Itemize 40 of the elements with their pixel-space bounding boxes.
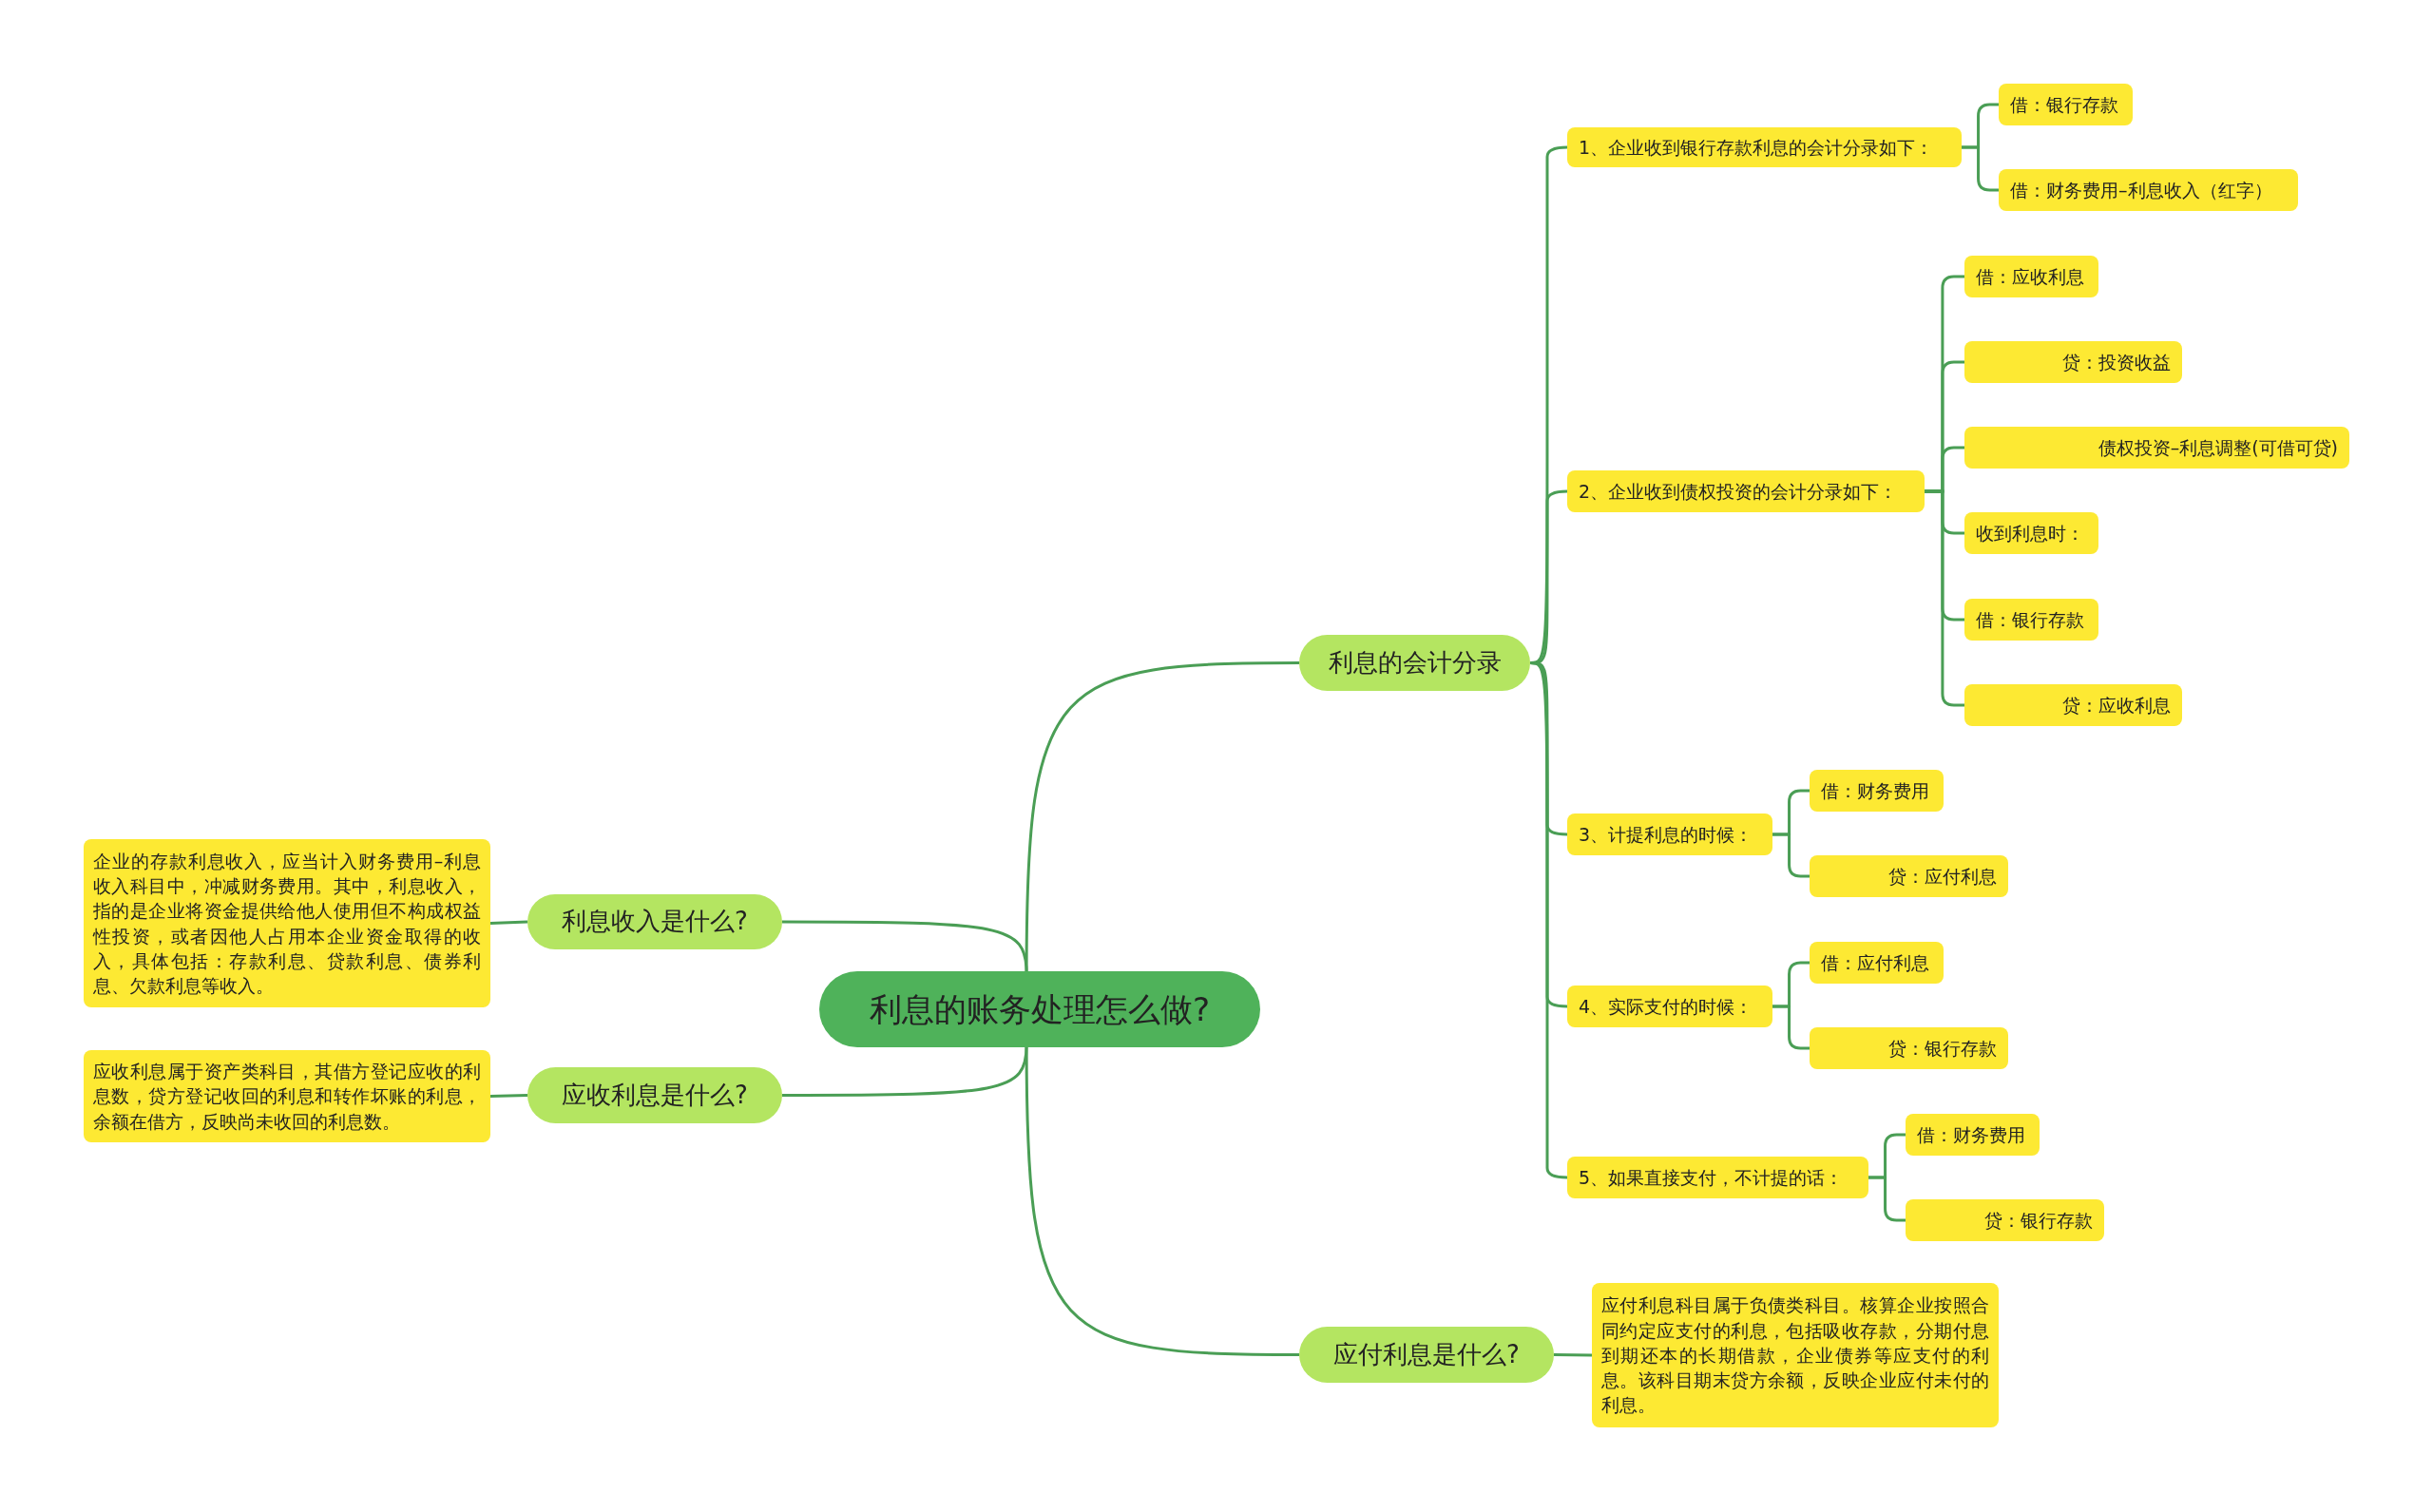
topic-box: 利息的会计分录: [1299, 635, 1530, 691]
entry-box: 借：应付利息: [1810, 942, 1944, 984]
entry-box: 贷：银行存款: [1906, 1199, 2104, 1241]
subtopic-box: 4、实际支付的时候：: [1567, 986, 1772, 1027]
topic-box: 利息收入是什么?: [527, 894, 782, 949]
connector-line: [1772, 1005, 1810, 1050]
connector-line: [1529, 661, 1568, 1179]
connector-line: [782, 1044, 1028, 1097]
subtopic-box: 1、企业收到银行存款利息的会计分录如下：: [1567, 127, 1962, 167]
connector-line: [782, 920, 1028, 974]
entry-box: 借：银行存款: [1964, 599, 2098, 641]
connector-line: [1962, 145, 1999, 192]
subtopic-box: 2、企业收到债权投资的会计分录如下：: [1567, 470, 1925, 512]
entry-box: 贷：应收利息: [1964, 684, 2182, 726]
entry-box: 借：财务费用–利息收入（红字）: [1999, 169, 2298, 211]
note-box: 应付利息科目属于负债类科目。核算企业按照合同约定应支付的利息，包括吸收存款，分期付息到期还本的长期借款，企业债券等应支付的利息。该科目期末贷方余额，反映企业应付未付的利息。: [1592, 1283, 1999, 1427]
note-box: 企业的存款利息收入，应当计入财务费用–利息收入科目中，冲减财务费用。其中，利息收入，指的是企业将资金提供给他人使用但不构成权益性投资，或者因他人占用本企业资金取得的收入，具体包括：存款利息、贷款利息、债券利息、欠款利息等收入。: [84, 839, 490, 1007]
connector-line: [1025, 661, 1299, 973]
entry-box: 贷：投资收益: [1964, 341, 2182, 383]
entry-box: 贷：应付利息: [1810, 855, 2008, 897]
connector-line: [1925, 489, 1964, 707]
connector-line: [1868, 1176, 1906, 1222]
topic-box: 应付利息是什么?: [1299, 1327, 1554, 1383]
entry-box: 借：财务费用: [1810, 770, 1944, 812]
connector-line: [1553, 1353, 1593, 1357]
entry-box: 债权投资–利息调整(可借可贷): [1964, 427, 2349, 469]
topic-box: 应收利息是什么?: [527, 1067, 782, 1123]
subtopic-box: 5、如果直接支付，不计提的话：: [1567, 1157, 1868, 1198]
subtopic-box: 3、计提利息的时候：: [1567, 813, 1772, 855]
central-topic: 利息的账务处理怎么做?: [819, 971, 1260, 1047]
connector-line: [1772, 833, 1810, 878]
entry-box: 收到利息时：: [1964, 512, 2098, 554]
connector-line: [489, 920, 528, 925]
connector-line: [489, 1094, 528, 1098]
entry-box: 贷：银行存款: [1810, 1027, 2008, 1069]
entry-box: 借：应收利息: [1964, 256, 2098, 297]
entry-box: 借：银行存款: [1999, 84, 2133, 125]
connector-line: [1025, 1045, 1299, 1356]
entry-box: 借：财务费用: [1906, 1114, 2040, 1156]
note-box: 应收利息属于资产类科目，其借方登记应收的利息数，贷方登记收回的利息和转作坏账的利息，余额在借方，反映尚未收回的利息数。: [84, 1050, 490, 1142]
